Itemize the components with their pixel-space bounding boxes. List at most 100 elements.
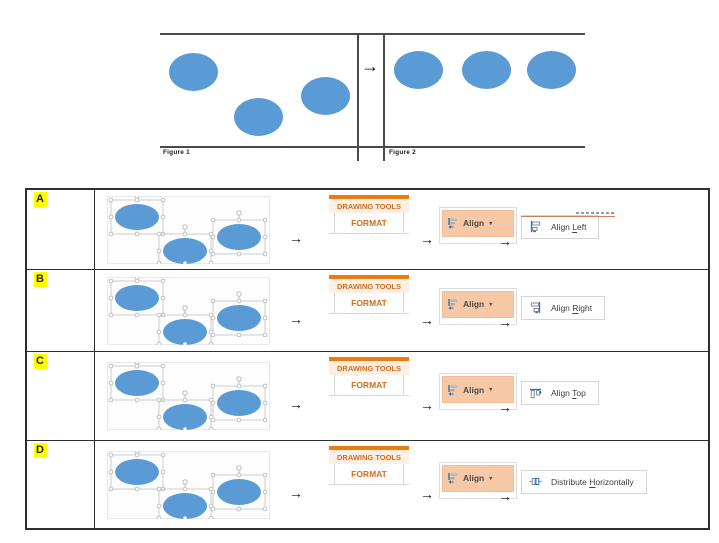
tab-format[interactable]: FORMAT xyxy=(329,213,409,234)
align-button-label: Align xyxy=(463,218,485,228)
selected-oval-1 xyxy=(108,192,166,236)
selected-shapes-preview xyxy=(107,273,270,349)
selected-oval-2 xyxy=(156,304,214,349)
contextual-tab-accent-bar xyxy=(329,357,409,361)
align-objects-icon xyxy=(447,217,459,229)
dropdown-arrow-icon: ▾ xyxy=(489,475,493,482)
selected-oval-3 xyxy=(210,464,268,511)
option-letter-cell: B xyxy=(27,270,95,351)
selected-shapes-preview xyxy=(107,359,270,435)
arrow-icon: → xyxy=(498,232,512,249)
selected-shapes-preview xyxy=(107,447,270,523)
drawing-tools-contextual-tab: DRAWING TOOLS FORMAT xyxy=(329,446,409,485)
option-letter: C xyxy=(34,354,47,369)
figure-bottom-border xyxy=(160,146,585,148)
figure2-oval-3 xyxy=(527,51,576,89)
arrow-icon: → xyxy=(420,311,434,328)
align-button-group: Align ▾ xyxy=(439,461,517,499)
selected-oval-2 xyxy=(156,223,214,268)
option-row-c: C xyxy=(27,352,708,441)
tab-format-label: FORMAT xyxy=(351,380,387,390)
arrow-icon: → xyxy=(420,485,434,502)
option-letter: A xyxy=(34,192,47,207)
contextual-tab-accent-bar xyxy=(329,446,409,450)
align-objects-icon xyxy=(447,298,459,310)
align-objects-icon xyxy=(447,472,459,484)
align-button[interactable]: Align ▾ xyxy=(442,376,514,403)
option-letter-cell: A xyxy=(27,190,95,269)
figure1-oval-1 xyxy=(169,53,218,91)
option-row-d: D xyxy=(27,441,708,528)
contextual-group-title: DRAWING TOOLS xyxy=(329,361,409,375)
arrow-icon: → xyxy=(420,230,434,247)
figure-top-border xyxy=(160,33,585,35)
arrow-icon: → xyxy=(289,484,303,501)
tab-format-label: FORMAT xyxy=(351,218,387,228)
align-objects-icon xyxy=(447,384,459,396)
contextual-group-title: DRAWING TOOLS xyxy=(329,279,409,293)
arrow-icon: → xyxy=(361,56,379,76)
selected-shapes-illustration xyxy=(107,192,270,268)
align-left-icon xyxy=(529,220,542,233)
arrow-icon: → xyxy=(289,310,303,327)
menu-item-label: Align Right xyxy=(551,302,593,313)
selected-oval-3 xyxy=(210,209,268,256)
contextual-tab-accent-bar xyxy=(329,275,409,279)
align-button-label: Align xyxy=(463,384,485,395)
arrow-icon: → xyxy=(289,229,303,246)
align-button[interactable]: Align ▾ xyxy=(442,209,514,237)
contextual-group-title: DRAWING TOOLS xyxy=(329,199,409,213)
menu-item-align-right[interactable]: Align Right xyxy=(521,295,606,320)
tab-format[interactable]: FORMAT xyxy=(329,464,409,485)
align-button-group: Align ▾ xyxy=(439,373,517,410)
drawing-tools-contextual-tab: DRAWING TOOLS FORMAT xyxy=(329,275,409,314)
figure-divider-right xyxy=(383,33,385,161)
align-top-icon xyxy=(529,387,542,400)
align-button[interactable]: Align ▾ xyxy=(442,290,514,318)
contextual-group-title: DRAWING TOOLS xyxy=(329,450,409,464)
dropdown-arrow-icon: ▾ xyxy=(489,220,493,227)
align-right-icon xyxy=(529,301,542,314)
selected-oval-3 xyxy=(210,376,268,423)
figure1-oval-3 xyxy=(301,77,350,115)
arrow-icon: → xyxy=(498,399,512,415)
drawing-tools-contextual-tab: DRAWING TOOLS FORMAT xyxy=(329,195,409,234)
figure2-oval-2 xyxy=(462,51,511,89)
tab-format-label: FORMAT xyxy=(351,298,387,308)
menu-item-label: Align Top xyxy=(551,388,586,398)
drawing-tools-contextual-tab: DRAWING TOOLS FORMAT xyxy=(329,357,409,396)
option-letter: B xyxy=(34,272,47,287)
tab-format[interactable]: FORMAT xyxy=(329,293,409,314)
tab-format-label: FORMAT xyxy=(351,469,387,479)
selected-oval-3 xyxy=(210,290,268,337)
arrow-icon: → xyxy=(498,313,512,330)
align-button-group: Align ▾ xyxy=(439,206,517,244)
arrow-icon: → xyxy=(498,487,512,504)
selected-shapes-preview xyxy=(107,192,270,268)
figure2-oval-1 xyxy=(394,51,443,89)
option-letter-cell: C xyxy=(27,352,95,440)
align-button-label: Align xyxy=(463,299,485,309)
dropdown-arrow-icon: ▾ xyxy=(489,301,493,308)
figure2-caption: Figure 2 xyxy=(389,149,416,156)
arrow-icon: → xyxy=(289,396,303,412)
selected-shapes-illustration xyxy=(107,447,270,523)
dropdown-arrow-icon: ▾ xyxy=(489,387,493,393)
menu-item-label: Distribute Horizontally xyxy=(551,476,634,487)
option-letter: D xyxy=(34,443,47,458)
align-button-group: Align ▾ xyxy=(439,287,517,325)
arrow-icon: → xyxy=(420,397,434,413)
menu-item-distribute-horizontally[interactable]: Distribute Horizontally xyxy=(521,469,647,494)
selected-shapes-illustration xyxy=(107,359,270,435)
menu-item-align-left[interactable]: Align Left xyxy=(521,211,616,239)
align-button[interactable]: Align ▾ xyxy=(442,464,514,492)
tab-format[interactable]: FORMAT xyxy=(329,375,409,396)
menu-item-align-top[interactable]: Align Top xyxy=(521,381,599,405)
contextual-tab-accent-bar xyxy=(329,195,409,199)
figure-divider-left xyxy=(357,33,359,161)
selected-shapes-illustration xyxy=(107,273,270,349)
selected-oval-2 xyxy=(156,390,214,435)
option-row-b: B xyxy=(27,270,708,352)
menu-item-label: Align Left xyxy=(551,221,587,232)
selected-oval-1 xyxy=(108,447,166,491)
